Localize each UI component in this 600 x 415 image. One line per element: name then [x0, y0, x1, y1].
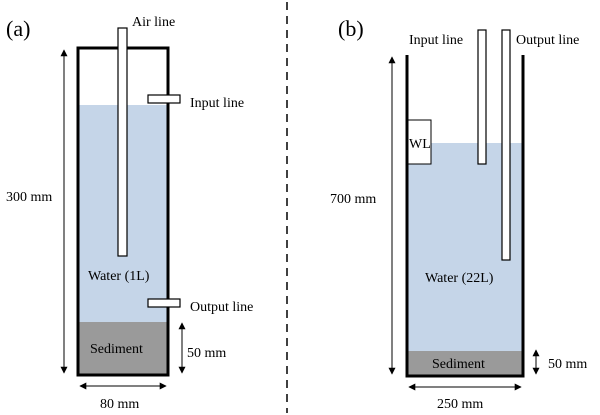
panel-b-sediment-height-label: 50 mm: [548, 357, 587, 372]
panel-b-water-label: Water (22L): [425, 271, 494, 286]
panel-b-wl-label: WL: [409, 137, 431, 152]
panel-a-air-line-tube: [117, 27, 128, 257]
panel-b-container: [405, 55, 525, 378]
panel-a-output-line-label: Output line: [190, 300, 253, 315]
panel-b-input-line-tube: [477, 29, 487, 165]
panel-a-output-line-port: [147, 298, 181, 308]
panel-a-sediment-height-label: 50 mm: [187, 346, 226, 361]
panel-a-height-label: 300 mm: [6, 190, 52, 205]
panel-b-sediment: [408, 351, 522, 375]
panel-a-width-label: 80 mm: [100, 397, 139, 412]
panel-b-sediment-label: Sediment: [432, 357, 485, 372]
panel-b-width-label: 250 mm: [437, 397, 483, 412]
panel-a: (a) Air line Input line Output line Wate…: [6, 15, 253, 412]
panel-a-input-line-label: Input line: [190, 96, 244, 111]
panel-b-label: (b): [338, 16, 364, 41]
panel-a-label: (a): [6, 16, 30, 41]
panel-b-output-line-tube: [501, 29, 511, 261]
panel-b: (b) WL Input line Output line Water (22L…: [330, 16, 587, 412]
panel-a-air-line-label: Air line: [132, 15, 175, 30]
panel-b-wl-sensor: [407, 119, 432, 165]
panel-a-sediment: [79, 322, 167, 374]
panel-b-input-line-label: Input line: [409, 33, 463, 48]
panel-a-water-label: Water (1L): [88, 269, 150, 284]
panel-a-sediment-label: Sediment: [90, 342, 143, 357]
panel-b-output-line-label: Output line: [516, 33, 579, 48]
panel-a-input-line-port: [147, 94, 181, 104]
panel-b-height-label: 700 mm: [330, 192, 376, 207]
